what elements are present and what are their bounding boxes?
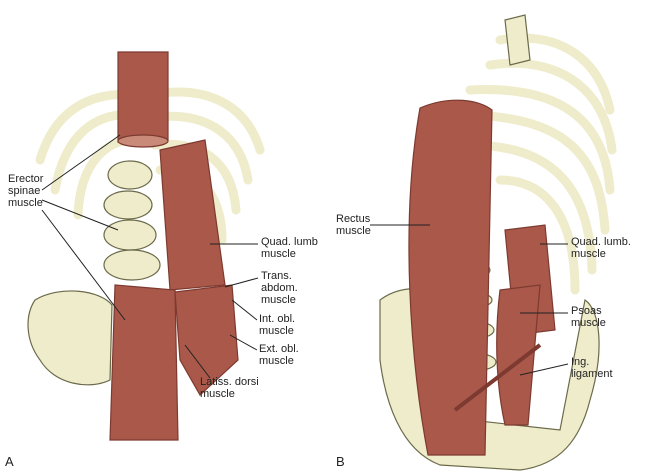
label-latiss-dorsi: Latiss. dorsi muscle xyxy=(200,376,259,400)
label-quad-lumb-a: Quad. lumb muscle xyxy=(261,236,318,260)
ing-ligament xyxy=(453,343,542,412)
panel-letter-a: A xyxy=(5,454,14,469)
leader-lines xyxy=(41,134,569,379)
pelvis-a xyxy=(27,290,113,386)
label-rectus: Rectus muscle xyxy=(336,213,371,237)
obliques-a xyxy=(174,284,239,396)
label-psoas: Psoas muscle xyxy=(571,305,606,329)
label-trans-abdom: Trans. abdom. muscle xyxy=(261,270,298,306)
panel-letter-b: B xyxy=(336,454,345,469)
erector-upper xyxy=(117,51,169,143)
sternum-b xyxy=(504,14,531,66)
erector-lower xyxy=(109,284,179,441)
quad-lumb-a xyxy=(159,139,226,291)
spine-a xyxy=(103,160,161,281)
psoas-b xyxy=(496,284,541,426)
panel-a-illustration xyxy=(27,51,265,441)
panel-b-illustration xyxy=(379,14,617,471)
rectus-b xyxy=(408,99,493,456)
label-ing-ligament: Ing. ligament xyxy=(571,356,613,380)
label-ext-obl: Ext. obl. muscle xyxy=(259,343,299,367)
label-erector-spinae: Erector spinae muscle xyxy=(8,173,44,209)
label-int-obl: Int. obl. muscle xyxy=(259,313,296,337)
label-quad-lumb-b: Quad. lumb. muscle xyxy=(571,236,631,260)
